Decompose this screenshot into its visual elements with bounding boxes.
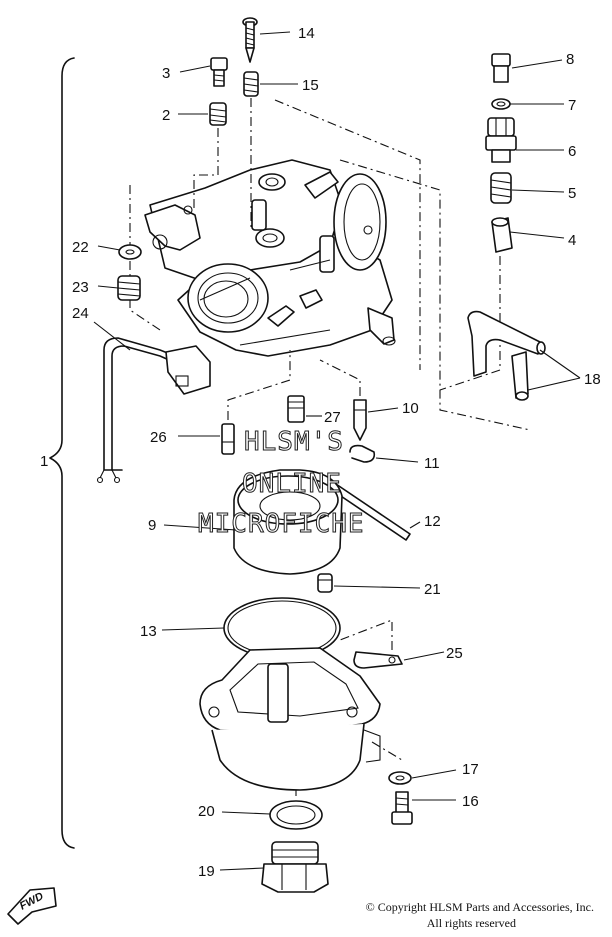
starter-plunger: [491, 217, 513, 253]
main-jet-26: [221, 423, 235, 455]
callout-19: 19: [198, 863, 215, 880]
float-bowl: [199, 647, 381, 791]
callout-14: 14: [298, 25, 315, 42]
callout-9: 9: [148, 517, 156, 534]
drain-bolt-19: [261, 841, 329, 893]
leader-bowl-bolt: [371, 741, 403, 761]
leader-clamp: [339, 619, 393, 650]
leader-hose: [339, 159, 531, 431]
throttle-sensor-lead: [96, 337, 211, 484]
needle-jet-27: [287, 395, 305, 423]
float-9: [233, 469, 343, 575]
callout-22: 22: [72, 239, 89, 256]
callout-3: 3: [162, 65, 170, 82]
throttle-stop-screw: [210, 57, 228, 87]
washer-22: [118, 244, 142, 260]
callout-4: 4: [568, 232, 576, 249]
callout-16: 16: [462, 793, 479, 810]
plunger-spring: [490, 172, 512, 204]
callout-25: 25: [446, 645, 463, 662]
callout-10: 10: [402, 400, 419, 417]
carburetor-body: [144, 159, 396, 357]
fwd-arrow-icon: FWD: [7, 887, 57, 925]
gasket-20: [269, 800, 323, 830]
needle-valve-10: [353, 399, 367, 441]
callout-21: 21: [424, 581, 441, 598]
washer-17: [388, 771, 412, 785]
callout-17: 17: [462, 761, 479, 778]
callout-6: 6: [568, 143, 576, 160]
leader-plunger: [439, 256, 501, 391]
callout-15: 15: [302, 77, 319, 94]
leader-body-right: [274, 99, 421, 370]
leader-stop-screw: [193, 128, 219, 210]
assembly-bracket: [49, 57, 75, 849]
callout-7: 7: [568, 97, 576, 114]
vent-hose: [467, 310, 546, 401]
callout-8: 8: [566, 51, 574, 68]
callout-23: 23: [72, 279, 89, 296]
callout-5: 5: [568, 185, 576, 202]
callout-18: 18: [584, 371, 601, 388]
hose-clamp-25: [353, 651, 403, 669]
watermark-line-1: HLSM'S: [244, 427, 344, 457]
plunger-cap-bolt: [491, 53, 511, 83]
pilot-screw-spring: [243, 71, 259, 97]
callout-leaders: [93, 31, 581, 871]
clip-11: [349, 444, 376, 463]
callout-12: 12: [424, 513, 441, 530]
callout-20: 20: [198, 803, 215, 820]
leader-left-bracket: [129, 185, 161, 331]
watermark-line-3: MICROFICHE: [198, 509, 365, 539]
callout-11: 11: [424, 455, 440, 472]
watermark-line-2: ONLINE: [242, 469, 342, 499]
callout-27: 27: [324, 409, 341, 426]
plunger-washer: [491, 98, 511, 110]
throttle-stop-spring: [209, 102, 227, 126]
callout-26: 26: [150, 429, 167, 446]
callout-1: 1: [40, 453, 48, 470]
callout-24: 24: [72, 305, 89, 322]
spring-23: [117, 275, 141, 301]
leader-needle-valve: [319, 359, 361, 396]
copyright-line-1: © Copyright HLSM Parts and Accessories, …: [365, 900, 594, 914]
callout-13: 13: [140, 623, 157, 640]
callout-2: 2: [162, 107, 170, 124]
pilot-screw: [242, 17, 258, 63]
drain-plug-21: [317, 573, 333, 593]
starter-plunger-nut: [485, 117, 517, 163]
screw-16: [391, 791, 413, 825]
leader-main-jet: [227, 350, 291, 420]
copyright-line-2: All rights reserved: [426, 916, 516, 930]
